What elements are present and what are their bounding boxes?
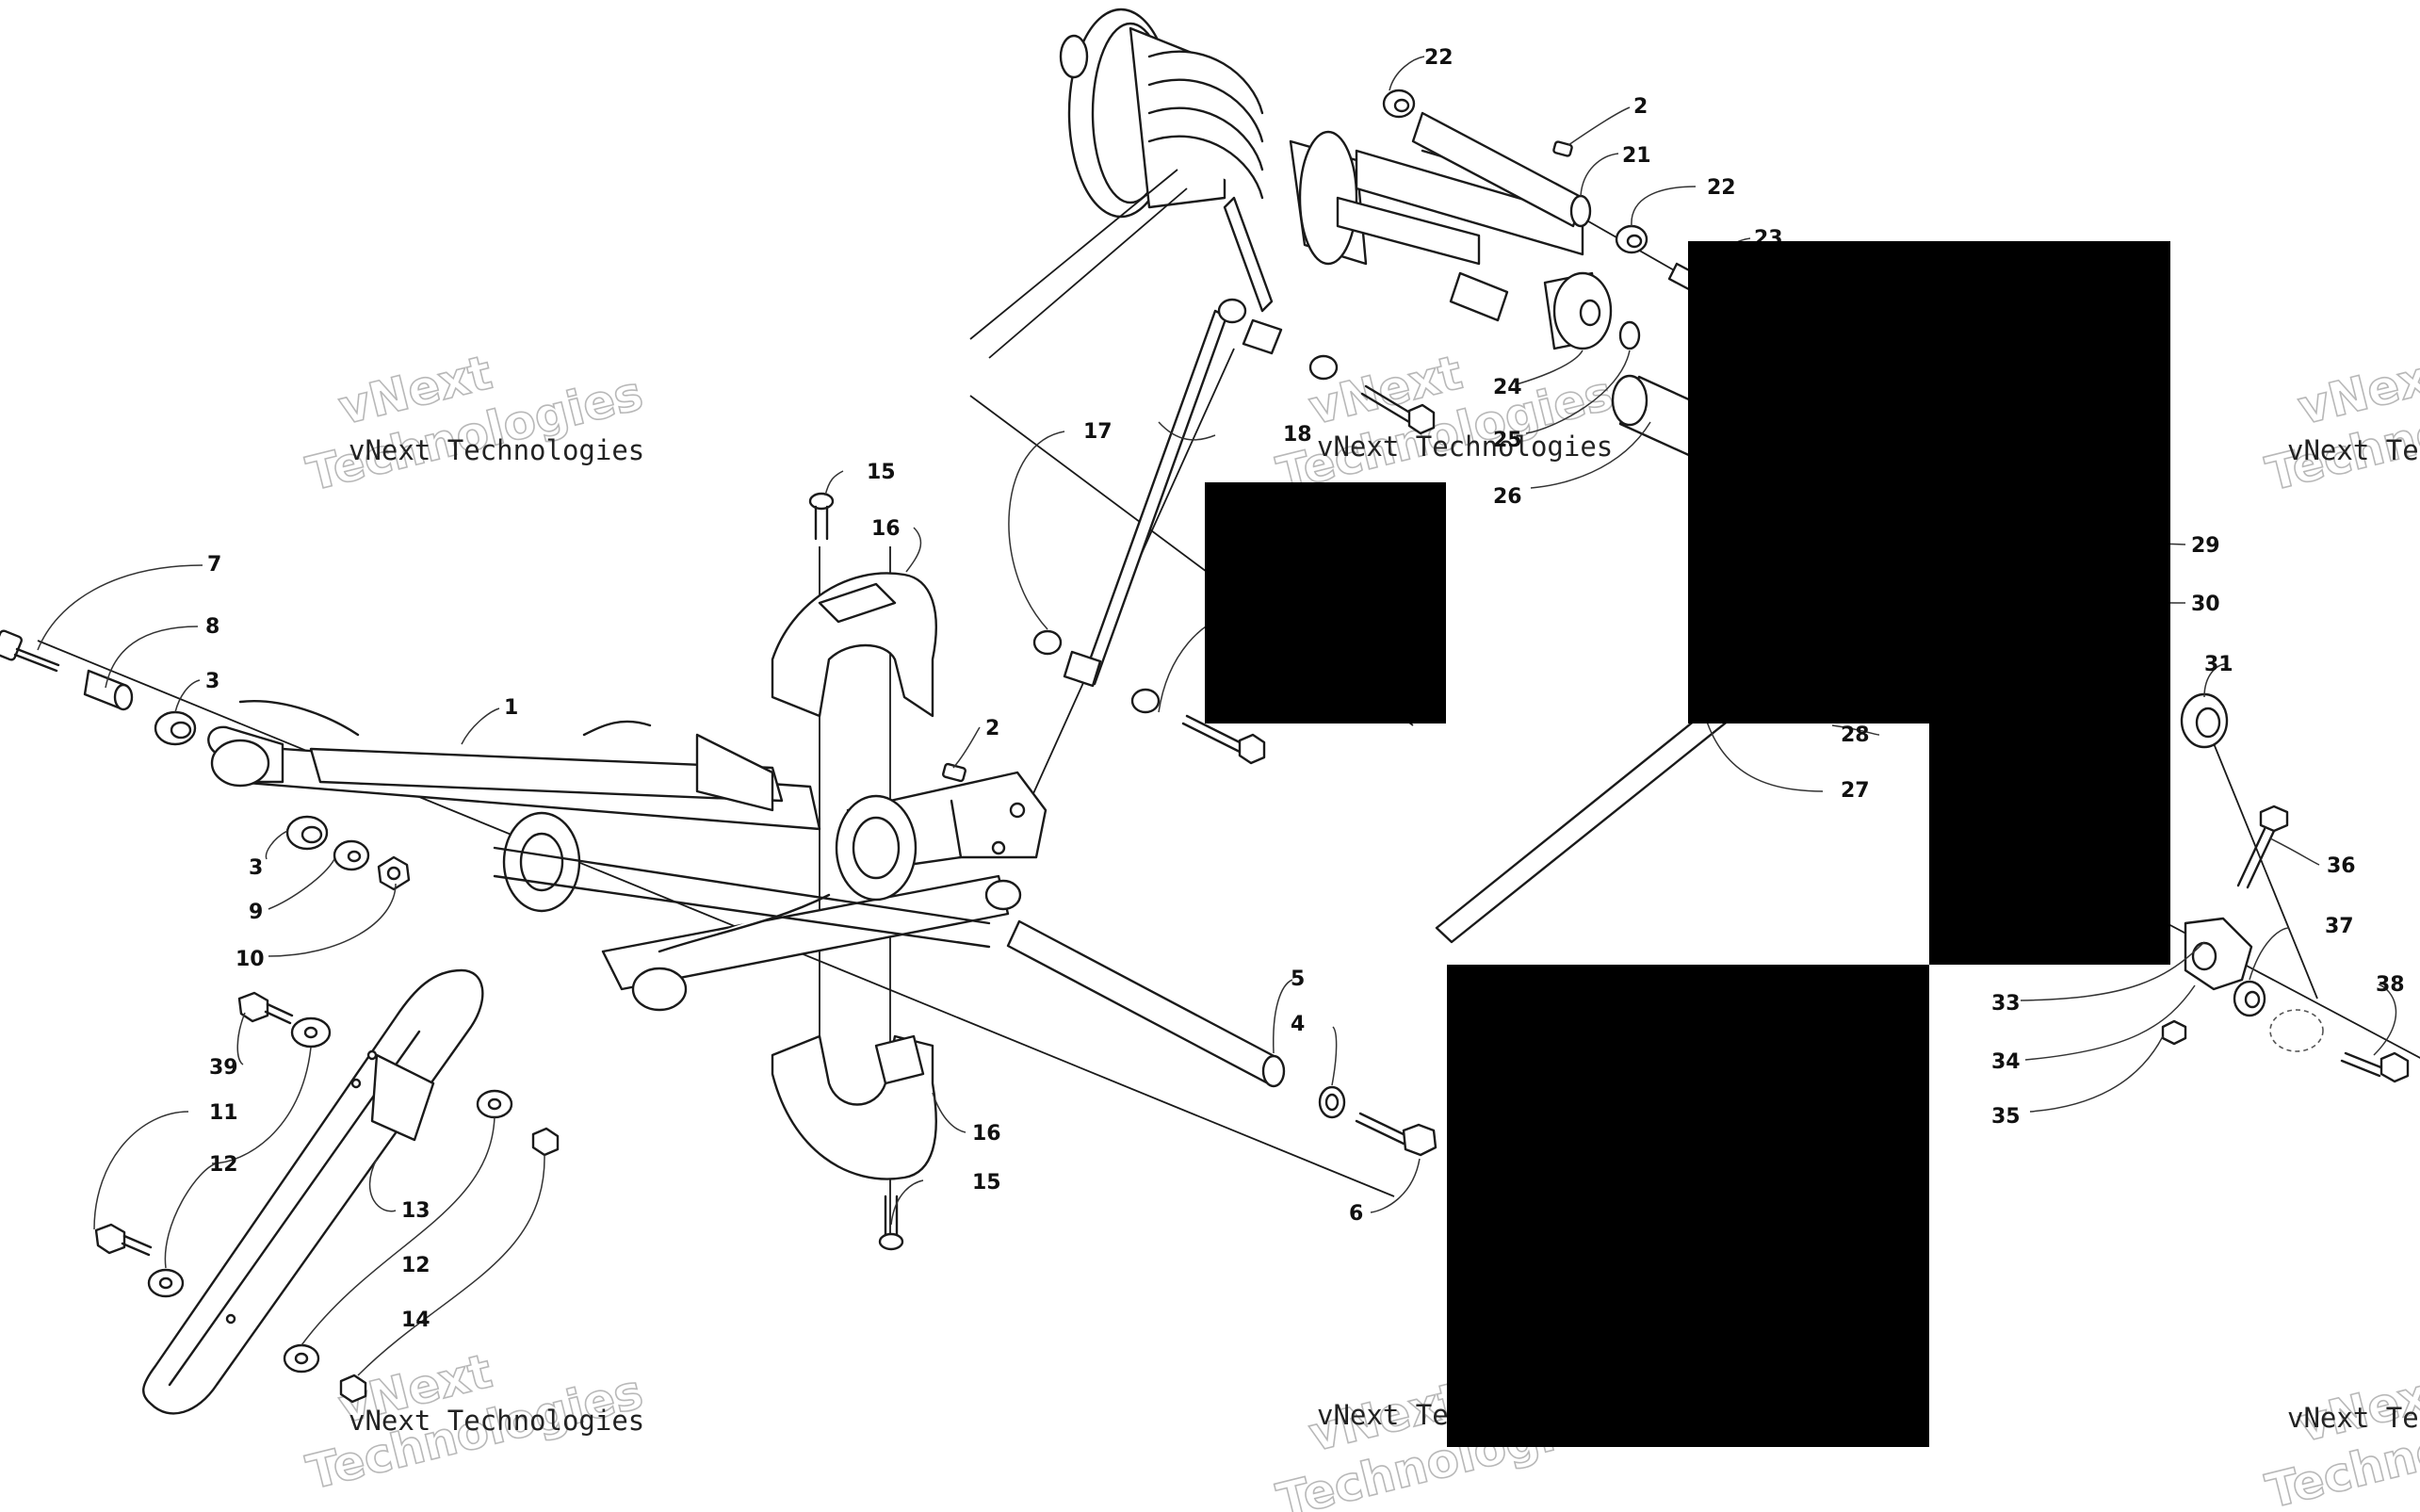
callout-38: 38 — [2376, 973, 2405, 997]
callout-8: 8 — [205, 615, 219, 639]
callout-2-top: 2 — [1633, 95, 1648, 119]
callout-26: 26 — [1493, 485, 1522, 509]
nut-35 — [2161, 1019, 2187, 1046]
nut-14-b — [339, 1374, 367, 1404]
redaction-block-bottom — [1447, 965, 1929, 1447]
parts-drawing — [0, 8, 2420, 1415]
callout-6: 6 — [1349, 1202, 1363, 1226]
callout-35: 35 — [1991, 1105, 2021, 1129]
set-screw-2-mid — [942, 762, 966, 783]
callout-15-top: 15 — [867, 461, 896, 484]
bolt-6 — [1355, 1112, 1437, 1157]
callout-3-top: 3 — [205, 670, 219, 693]
callout-22-top: 22 — [1424, 46, 1454, 70]
bushing-24 — [1543, 271, 1613, 350]
watermark-small: vNext Technologies — [349, 1405, 644, 1437]
callout-33: 33 — [1991, 992, 2021, 1016]
washer-38-dashed — [2269, 1009, 2324, 1052]
callout-30: 30 — [2191, 593, 2220, 616]
callout-27: 27 — [1841, 779, 1870, 803]
bracket-33 — [2184, 917, 2253, 991]
redaction-block-middle-right — [1929, 482, 2170, 965]
callout-7: 7 — [207, 553, 221, 577]
watermark-small: vNext Technologies — [2287, 434, 2420, 466]
washer-9 — [333, 839, 370, 871]
callout-16-bottom: 16 — [972, 1122, 1001, 1146]
watermark-small: vNext Technologies — [1317, 431, 1613, 463]
redaction-block-left — [1205, 482, 1446, 723]
callout-29: 29 — [2191, 534, 2220, 558]
washer-12-a — [290, 1016, 332, 1049]
e-clip-4 — [1318, 1085, 1346, 1119]
bushing-37 — [2233, 980, 2266, 1017]
ring-25 — [1618, 320, 1641, 350]
shaft-5 — [1006, 919, 1286, 1088]
callout-28: 28 — [1841, 723, 1870, 747]
bushing-3-bottom — [285, 815, 329, 851]
callout-11: 11 — [209, 1101, 238, 1125]
callout-12-left: 12 — [209, 1153, 238, 1177]
bushing-3-top — [154, 710, 197, 746]
screw-15-top — [808, 492, 835, 541]
callout-22-right: 22 — [1707, 176, 1736, 200]
rod-27 — [1435, 695, 1741, 944]
callout-10: 10 — [236, 948, 265, 971]
redaction-block-middle-left — [1688, 482, 1929, 723]
nut-14-a — [531, 1127, 560, 1157]
washer-12-b — [147, 1268, 185, 1298]
bushing-22-right — [1615, 224, 1649, 254]
callout-21: 21 — [1622, 144, 1651, 168]
callout-1: 1 — [504, 696, 518, 720]
clamp-half-16-top — [771, 572, 937, 718]
callout-37: 37 — [2325, 915, 2354, 938]
tube-21 — [1411, 111, 1592, 228]
leader-lines — [37, 56, 2397, 1376]
link-rod-17 — [1032, 298, 1436, 765]
pulley-spring-assembly — [969, 8, 1584, 359]
washer-12-d — [283, 1343, 320, 1374]
callout-25: 25 — [1493, 429, 1522, 452]
callout-18: 18 — [1283, 423, 1312, 447]
bracket-assembly — [835, 771, 1048, 902]
clamp-half-16-bottom — [771, 1034, 937, 1180]
callout-39: 39 — [209, 1056, 238, 1080]
bolt-39 — [237, 991, 294, 1025]
washer-12-c — [476, 1089, 513, 1119]
callout-9: 9 — [249, 901, 263, 924]
bolt-11 — [94, 1223, 153, 1257]
arm-assembly-1 — [207, 700, 1022, 1012]
callout-3-bottom: 3 — [249, 856, 263, 880]
bolt-7 — [0, 629, 60, 673]
callout-12-right: 12 — [401, 1254, 430, 1277]
callout-17: 17 — [1083, 420, 1113, 444]
bolt-38 — [2340, 1051, 2410, 1083]
bolt-36 — [2236, 805, 2289, 889]
callout-4: 4 — [1291, 1013, 1305, 1036]
strap-13 — [142, 968, 484, 1415]
callout-34: 34 — [1991, 1050, 2021, 1074]
redaction-blocks — [1205, 241, 2170, 1447]
callout-16-top: 16 — [871, 517, 901, 541]
callout-15-bottom: 15 — [972, 1171, 1001, 1195]
set-screw-2-top — [1552, 140, 1573, 157]
callout-13: 13 — [401, 1199, 430, 1223]
callout-31: 31 — [2204, 653, 2233, 676]
watermark-small: vNext Technologies — [2287, 1402, 2420, 1434]
callout-24: 24 — [1493, 376, 1522, 399]
watermark-small: vNext Technologies — [349, 434, 644, 466]
bushing-31 — [2180, 692, 2229, 749]
callout-labels: 15 16 7 8 3 1 2 3 9 10 39 11 12 13 12 14… — [205, 46, 2405, 1332]
spacer-8 — [83, 669, 134, 711]
callout-2-mid: 2 — [985, 717, 999, 740]
callout-14: 14 — [401, 1309, 430, 1332]
callout-36: 36 — [2327, 854, 2356, 878]
bushing-22-top — [1382, 89, 1416, 119]
redaction-block-top-right — [1688, 241, 2170, 482]
nut-10 — [377, 855, 411, 891]
callout-5: 5 — [1291, 967, 1305, 991]
